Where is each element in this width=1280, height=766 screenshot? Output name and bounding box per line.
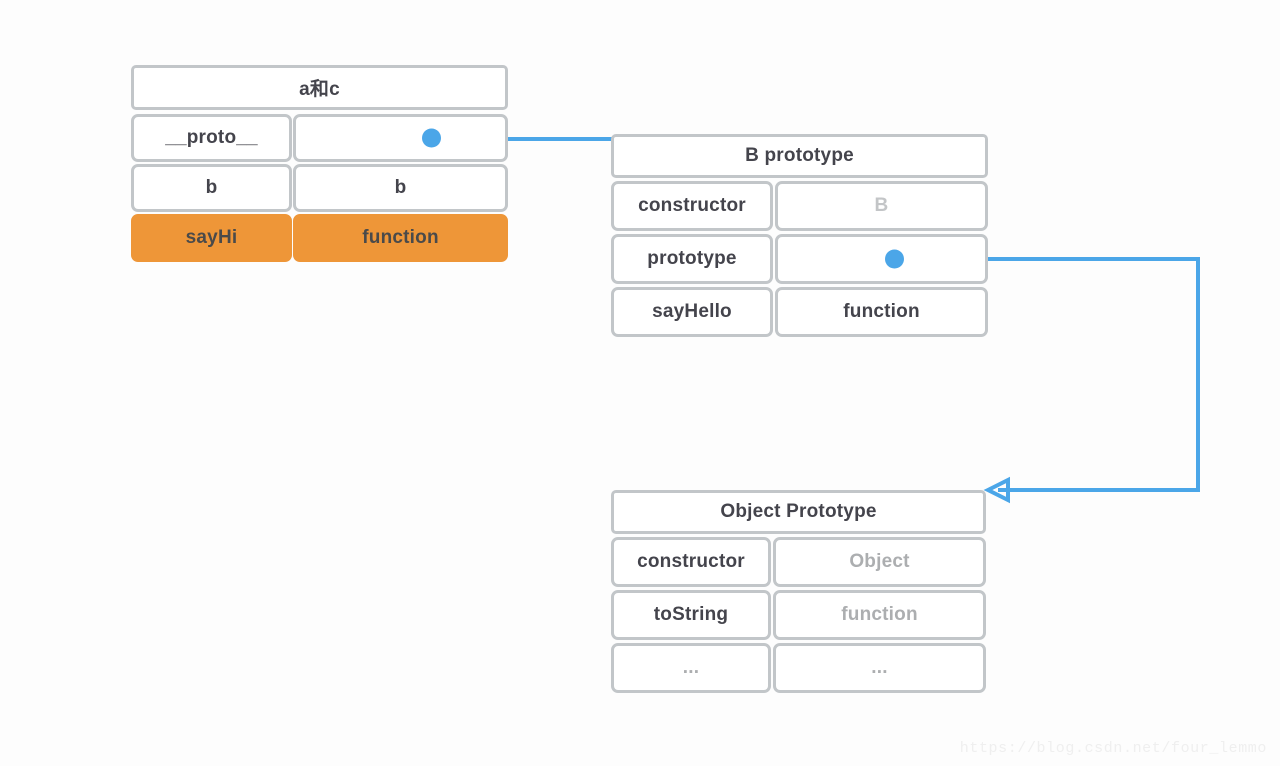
cell-key-tostring: toString (611, 590, 771, 640)
table-header-object-prototype: Object Prototype (611, 490, 986, 534)
cell-value-sayhi: function (293, 214, 508, 262)
cell-value-proto (293, 114, 508, 162)
cell-key-ellipsis: ... (611, 643, 771, 693)
cell-key-prototype: prototype (611, 234, 773, 284)
cell-key-b: b (131, 164, 292, 212)
table-row: ... ... (611, 643, 986, 693)
cell-value-tostring: function (773, 590, 986, 640)
object-table-b-prototype: B prototype constructor B prototype sayH… (611, 134, 988, 337)
table-row: b b (131, 164, 508, 212)
cell-value-prototype (775, 234, 988, 284)
cell-value-sayhello: function (775, 287, 988, 337)
table-row: toString function (611, 590, 986, 640)
cell-key-constructor: constructor (611, 537, 771, 587)
cell-key-sayhello: sayHello (611, 287, 773, 337)
table-row: constructor Object (611, 537, 986, 587)
cell-value-constructor: B (775, 181, 988, 231)
connector-arrowhead-icon (983, 476, 1010, 504)
cell-value-ellipsis: ... (773, 643, 986, 693)
table-header-instance: a和c (131, 65, 508, 110)
object-table-instance: a和c __proto__ b b sayHi function (131, 65, 508, 262)
cell-key-sayhi: sayHi (131, 214, 292, 262)
cell-key-constructor: constructor (611, 181, 773, 231)
table-header-b-prototype: B prototype (611, 134, 988, 178)
table-row: sayHi function (131, 214, 508, 262)
cell-value-b: b (293, 164, 508, 212)
cell-key-proto: __proto__ (131, 114, 292, 162)
watermark: https://blog.csdn.net/four_lemmo (959, 740, 1267, 757)
pointer-dot-icon (885, 249, 904, 269)
pointer-dot-icon (422, 128, 441, 148)
table-row: constructor B (611, 181, 988, 231)
table-row: __proto__ (131, 114, 508, 162)
object-table-object-prototype: Object Prototype constructor Object toSt… (611, 490, 986, 693)
table-row: sayHello function (611, 287, 988, 337)
table-row: prototype (611, 234, 988, 284)
cell-value-constructor: Object (773, 537, 986, 587)
